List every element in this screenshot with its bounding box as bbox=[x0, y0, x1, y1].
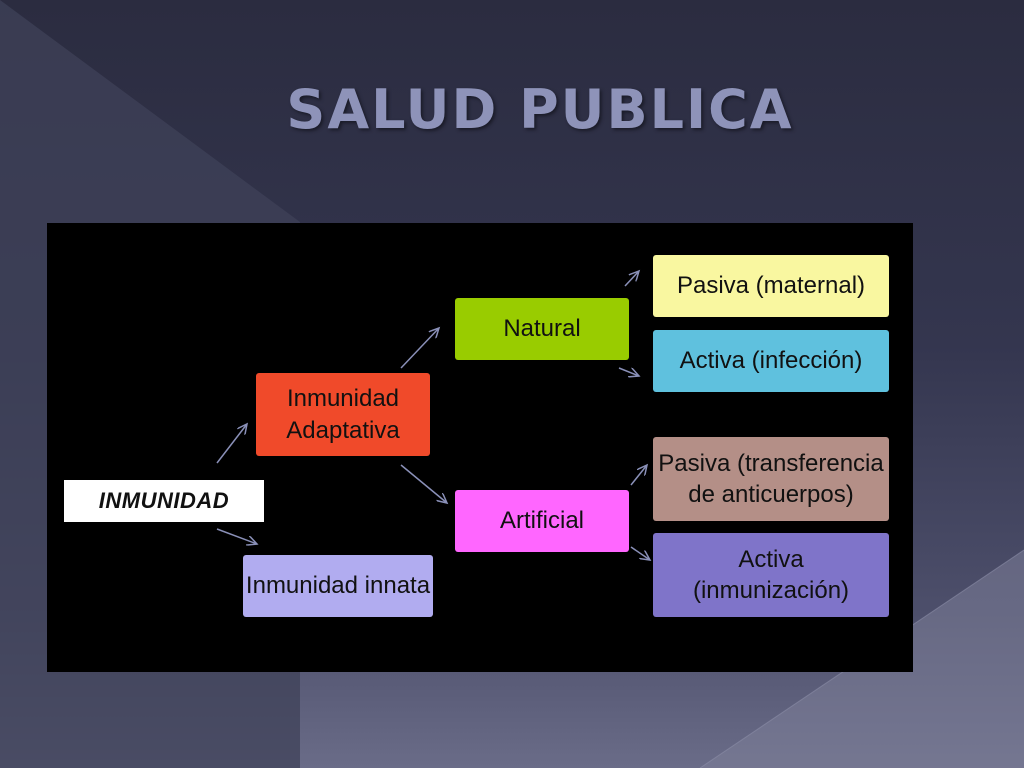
arrow-adaptativa-to-artificial bbox=[400, 464, 447, 503]
node-natural: Natural bbox=[455, 298, 629, 360]
node-activa-inmunizacion: Activa (inmunización) bbox=[653, 533, 889, 617]
node-artificial: Artificial bbox=[455, 490, 629, 552]
node-inmunidad-adaptativa: Inmunidad Adaptativa bbox=[256, 373, 430, 456]
node-pasiva-transferencia: Pasiva (transferencia de anticuerpos) bbox=[653, 437, 889, 521]
node-inmunidad: INMUNIDAD bbox=[64, 480, 264, 522]
arrow-adaptativa-to-natural bbox=[400, 328, 439, 369]
arrow-natural-to-pasiva-maternal bbox=[624, 271, 639, 287]
slide-title: SALUD PUBLICA bbox=[286, 78, 794, 141]
arrow-root-to-innata bbox=[216, 528, 257, 544]
node-activa-infeccion: Activa (infección) bbox=[653, 330, 889, 392]
node-inmunidad-innata: Inmunidad innata bbox=[243, 555, 433, 617]
arrow-artificial-to-pasiva-transferencia bbox=[630, 465, 647, 486]
arrow-root-to-adaptativa bbox=[216, 424, 247, 464]
arrow-natural-to-activa-infeccion bbox=[618, 367, 639, 376]
node-pasiva-maternal: Pasiva (maternal) bbox=[653, 255, 889, 317]
diagram-arrows bbox=[216, 223, 913, 672]
diagram-panel: INMUNIDAD Inmunidad Adaptativa Inmunidad… bbox=[47, 223, 913, 672]
arrow-artificial-to-activa-inmunizacion bbox=[630, 546, 650, 560]
